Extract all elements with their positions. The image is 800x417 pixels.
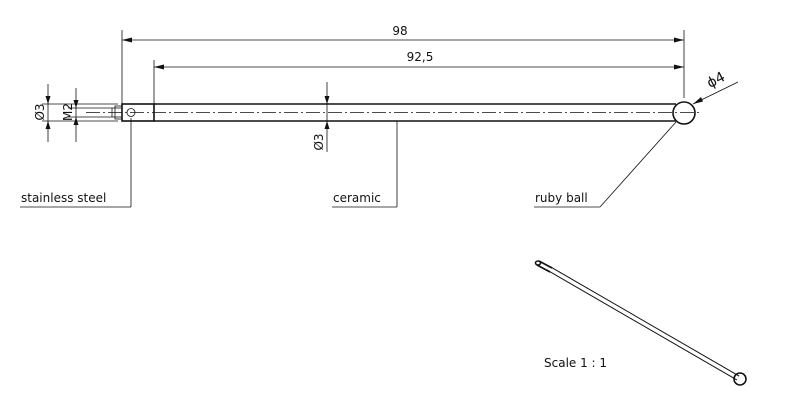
ball-diameter-label: ϕ4 [704,69,728,92]
ruby-ball-label: ruby ball [535,191,588,205]
thread-label: M2 [61,103,75,121]
ceramic-label: ceramic [333,191,381,205]
callout-ruby-ball: ruby ball [534,121,677,208]
overall-length-label: 98 [392,24,407,38]
stainless-steel-label: stainless steel [21,191,106,205]
callout-stainless-steel: stainless steel [20,118,132,208]
dimension-shaft-diameter: Ø3 [312,82,330,152]
dimension-overall-length: 98 [121,24,685,108]
stylus-side-view [86,101,700,125]
dimension-thread: M2 [61,88,112,142]
dimension-ceramic-length: 92,5 [153,50,684,104]
scale-label: Scale 1 : 1 [544,356,607,370]
ceramic-length-label: 92,5 [407,50,434,64]
dimension-steel-diameter: Ø3 [33,84,118,142]
dimension-ball-diameter: ϕ4 [692,69,739,105]
steel-diameter-label: Ø3 [33,103,47,120]
callout-ceramic: ceramic [332,121,398,208]
shaft-diameter-label: Ø3 [312,133,326,150]
stylus-isometric-view [534,260,747,386]
ruby-ball [672,101,696,125]
